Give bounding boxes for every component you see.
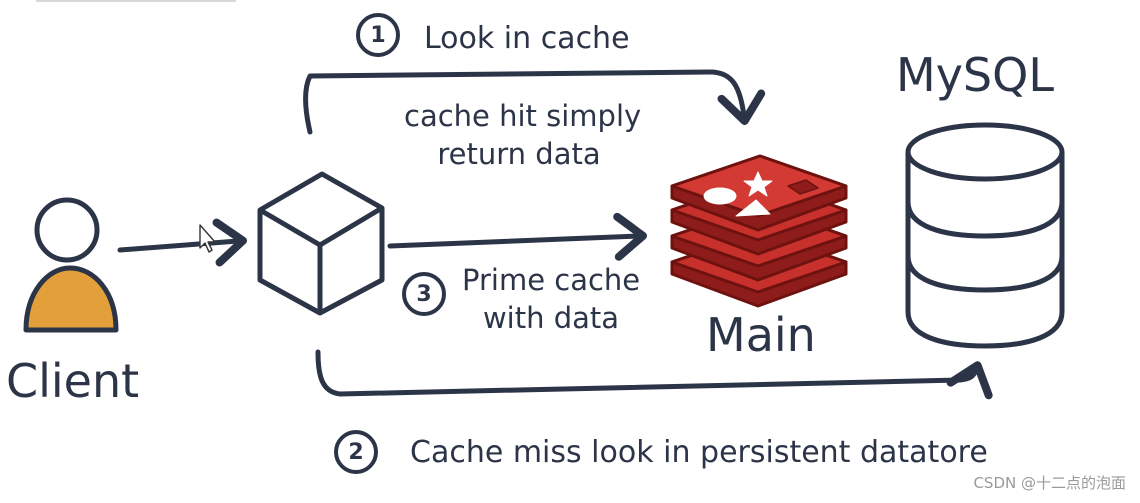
client-to-app-arrow [117,218,247,267]
cache-miss-arrow [315,349,993,400]
step-3-number: 3 [402,272,446,316]
top-divider [36,0,236,2]
mysql-label: MySQL [896,48,1054,102]
step-2-number: 2 [334,430,378,474]
watermark-text: CSDN @十二点的泡面 [973,474,1126,492]
client-icon [23,197,119,333]
step-1-label: Look in cache [424,21,630,56]
step-2-label: Cache miss look in persistent datatore [410,435,988,470]
client-label: Client [6,354,140,408]
step-1-number: 1 [356,13,400,57]
mouse-cursor-icon [199,224,216,253]
step-3-label: Prime cache with data [462,262,640,337]
redis-icon [670,154,848,308]
main-cache-label: Main [706,308,816,362]
app-cube-icon [257,171,385,316]
look-in-cache-arrow [303,69,766,135]
step-3-label-line2: with data [482,300,620,335]
cache-hit-note-line1: cache hit simply [404,99,642,133]
step-3-label-line1: Prime cache [462,263,641,297]
cache-hit-note: cache hit simply return data [404,98,642,173]
cache-hit-note-line2: return data [437,136,601,171]
prime-cache-arrow [387,212,647,261]
mysql-database-icon [905,122,1065,349]
